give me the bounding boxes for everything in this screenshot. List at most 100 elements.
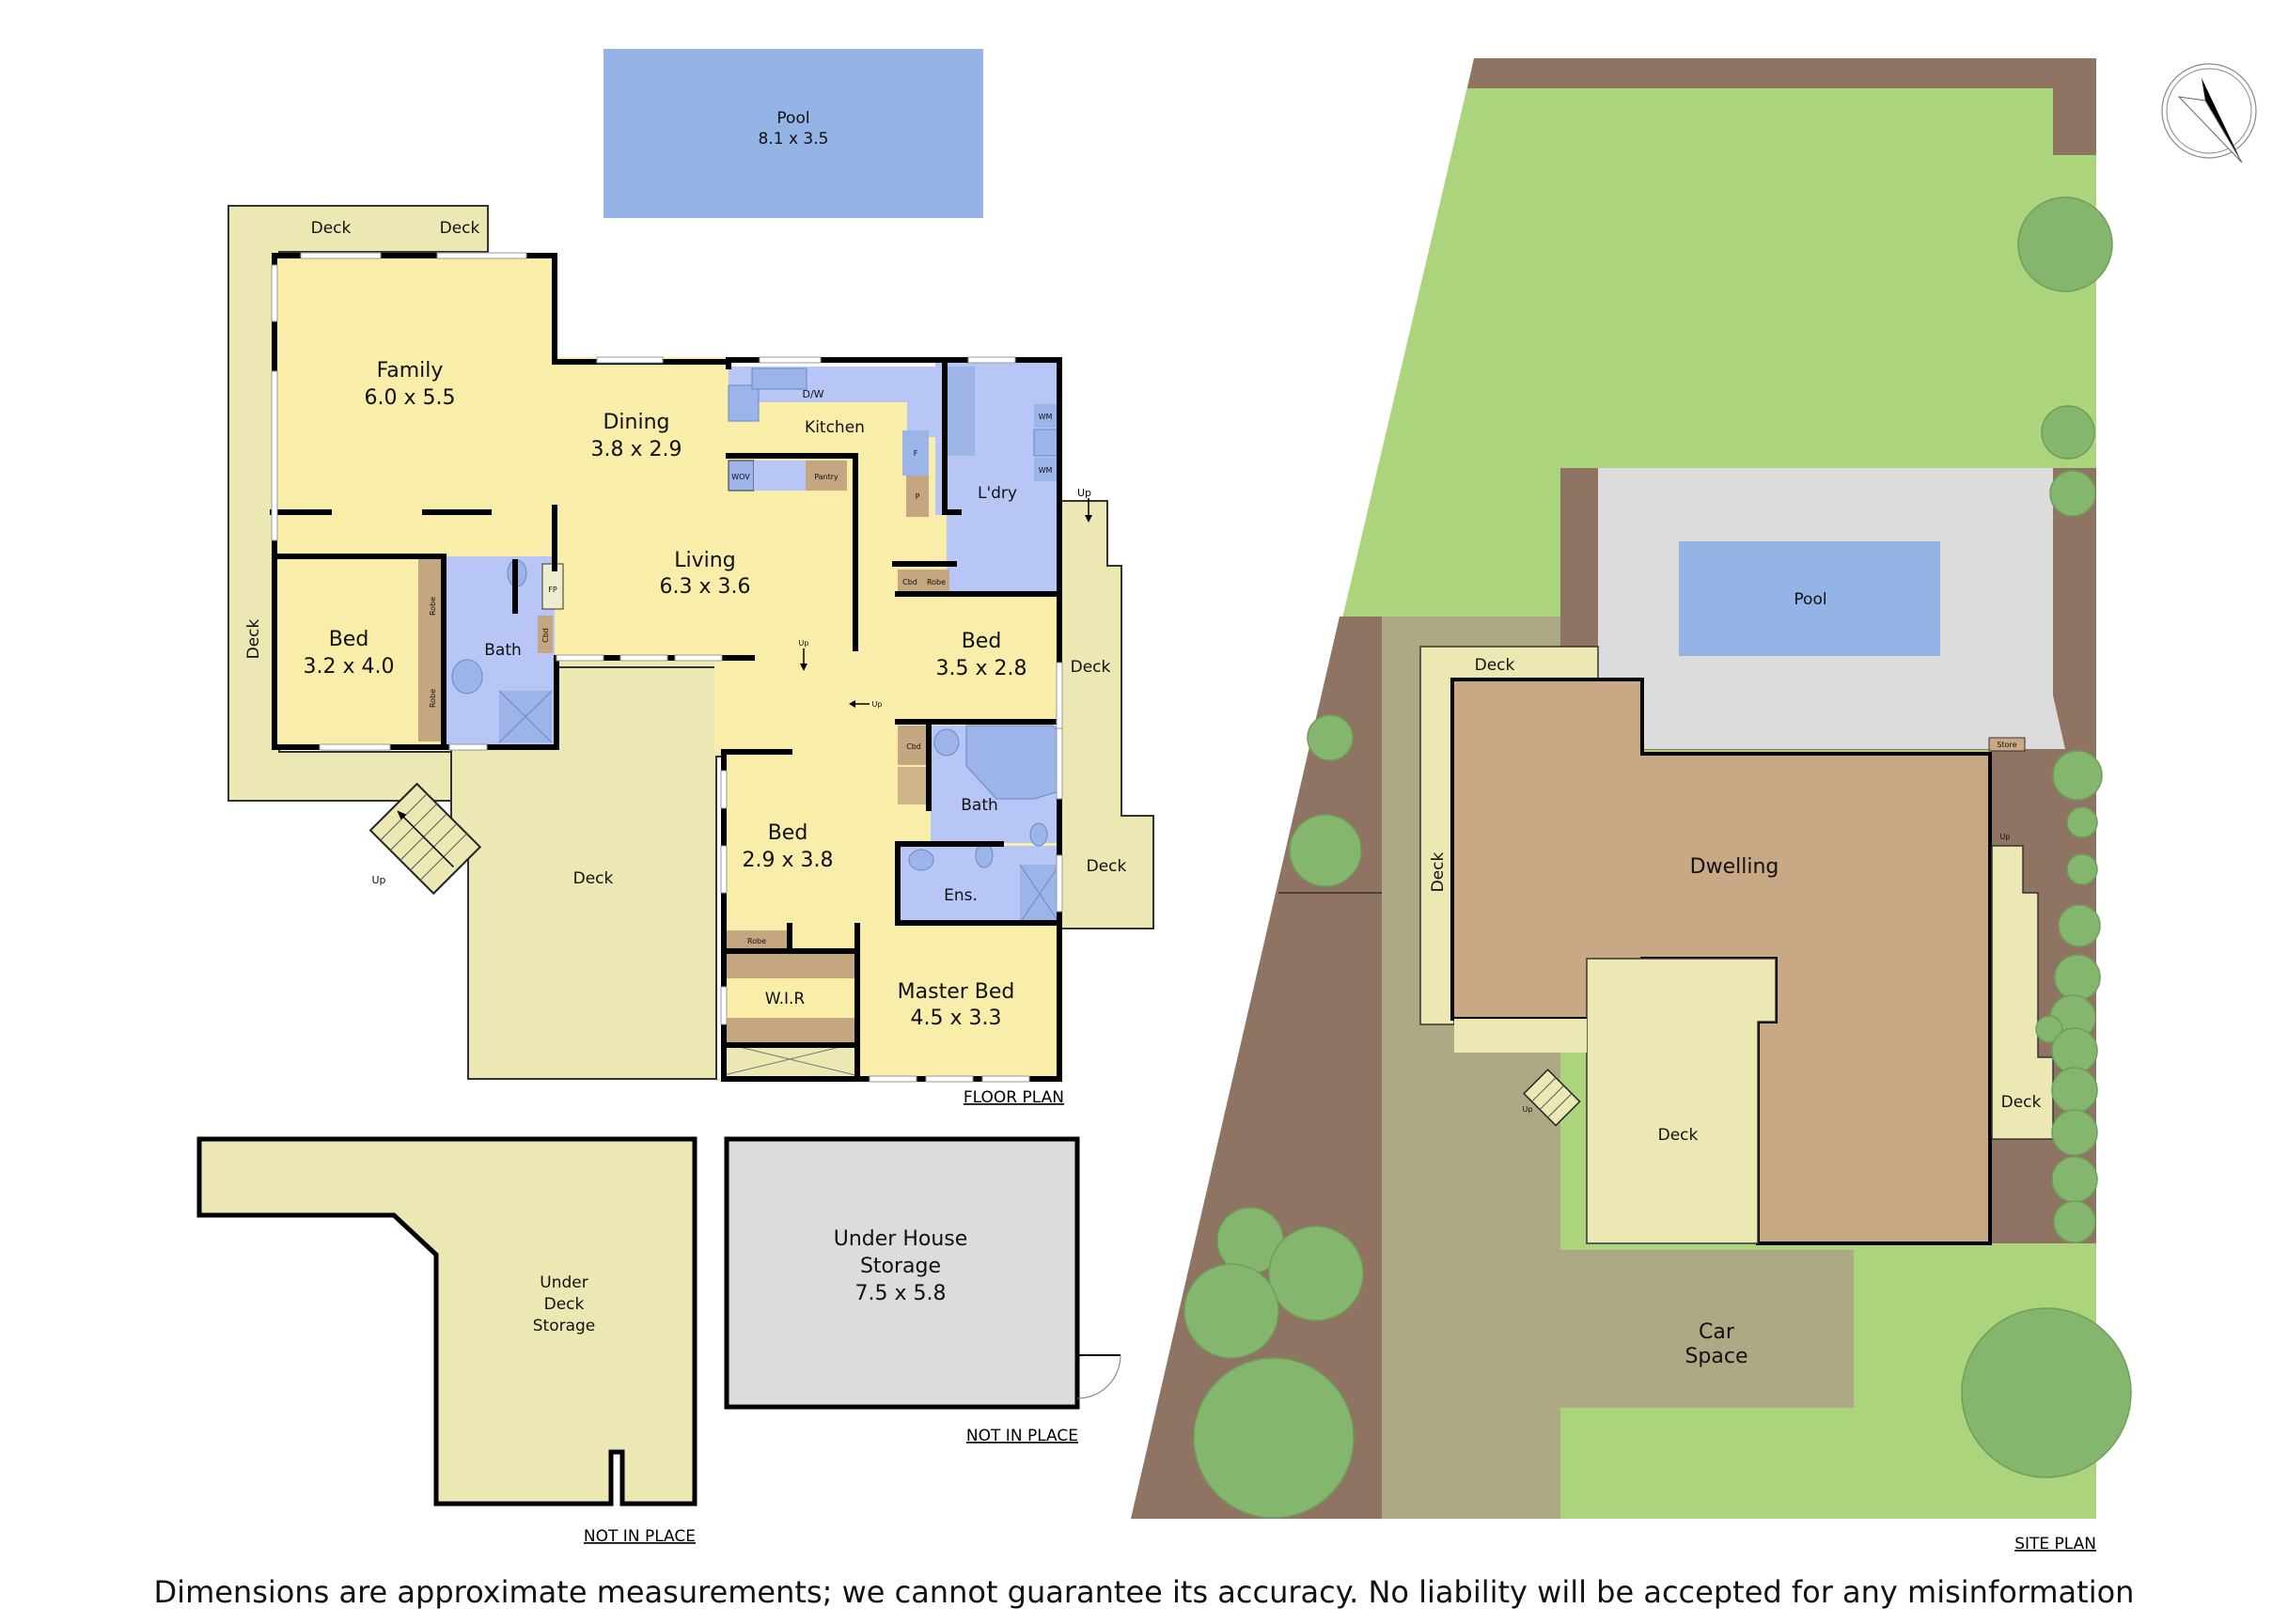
site-up-right-label: Up xyxy=(2000,833,2011,841)
tree-icon xyxy=(1289,814,1362,887)
bath2-basin xyxy=(933,728,960,757)
robe-bed1-upper xyxy=(418,557,445,649)
kitchen-sink xyxy=(751,367,807,390)
laundry-label: L'dry xyxy=(978,484,1017,503)
dishwasher-label: D/W xyxy=(802,388,823,400)
site-store-label: Store xyxy=(1997,741,2016,749)
under-deck-storage: Under Deck Storage NOT IN PLACE xyxy=(196,1136,697,1546)
site-stairs xyxy=(1523,1069,1581,1127)
site-deck-side-label: Deck xyxy=(1429,851,1448,892)
site-plan-caption: SITE PLAN xyxy=(2014,1535,2096,1554)
washing-machine-1 xyxy=(1034,404,1058,428)
wall-oven-label: WOV xyxy=(731,473,750,481)
wm1-label: WM xyxy=(1039,413,1053,421)
house-floor xyxy=(273,254,1059,1079)
tree-icon xyxy=(2054,954,2101,1001)
pantry xyxy=(806,461,847,491)
tree-icon xyxy=(2041,405,2095,460)
car-space-label-1: Car xyxy=(1699,1320,1735,1344)
windows xyxy=(271,252,1063,1083)
site-deck-front-label: Deck xyxy=(1658,1126,1699,1145)
tree-icon xyxy=(1268,1226,1364,1321)
ensuite-basin xyxy=(908,849,934,871)
cupboard-bath1 xyxy=(538,616,553,653)
robe3-label: Robe xyxy=(429,689,437,708)
under-house-dim: 7.5 x 5.8 xyxy=(855,1282,947,1305)
kitchen-cooktop xyxy=(728,384,760,422)
tree-icon xyxy=(2058,904,2101,947)
disclaimer-footer: Dimensions are approximate measurements;… xyxy=(153,1574,2135,1610)
tree-icon xyxy=(2066,853,2098,885)
laundry-bench xyxy=(947,367,975,456)
driveway-lower xyxy=(1382,1408,1485,1519)
site-deck-right xyxy=(1991,845,2054,1140)
bath2-spa xyxy=(965,725,1060,800)
tree-icon xyxy=(2051,1109,2098,1156)
under-deck-line3: Storage xyxy=(533,1317,596,1335)
under-house-storage: Under House Storage 7.5 x 5.8 NOT IN PLA… xyxy=(724,1136,1121,1445)
bed2-dim: 3.5 x 2.8 xyxy=(936,657,1027,680)
bed2-label: Bed xyxy=(962,630,1002,653)
kitchen-label: Kitchen xyxy=(805,418,865,437)
deck-top-right-label: Deck xyxy=(440,219,480,238)
robe-bed3 xyxy=(724,930,790,951)
cupboard-hall xyxy=(898,570,923,593)
site-up-front-label: Up xyxy=(1523,1105,1533,1114)
robe-hall xyxy=(923,570,949,593)
bed1-label: Bed xyxy=(329,628,369,651)
deck-main-label: Deck xyxy=(573,869,614,888)
cbd3-label: Cbd xyxy=(906,742,921,751)
tree-icon xyxy=(2035,1015,2063,1043)
bed3-label: Bed xyxy=(768,821,808,845)
garden-bed-top xyxy=(1467,58,2096,155)
cbd1-label: Cbd xyxy=(902,578,917,586)
family-label: Family xyxy=(377,359,444,383)
bath1-basin xyxy=(451,659,483,695)
under-deck-line2: Deck xyxy=(544,1295,585,1314)
tree-icon xyxy=(2052,750,2103,801)
up-living-label: Up xyxy=(799,639,809,648)
site-store xyxy=(1988,737,2026,752)
tree-icon xyxy=(2051,1027,2098,1074)
bath1-label: Bath xyxy=(484,641,522,660)
master-bed-dim: 4.5 x 3.3 xyxy=(911,1007,1002,1030)
site-deck-front xyxy=(1586,958,1777,1244)
pool-label: Pool xyxy=(776,109,809,128)
stairs-left xyxy=(368,782,482,896)
cbd2-label: Cbd xyxy=(541,628,550,643)
robe-bed1-lower xyxy=(418,649,445,742)
bed3-dim: 2.9 x 3.8 xyxy=(743,849,834,872)
wall-oven xyxy=(728,460,755,492)
pantry-label: Pantry xyxy=(814,473,838,481)
site-deck-front-left xyxy=(1454,1019,1587,1053)
ensuite-label: Ens. xyxy=(944,886,978,905)
dwelling-label: Dwelling xyxy=(1690,855,1779,879)
under-house-line1: Under House xyxy=(834,1227,968,1251)
wir-shelf-bottom xyxy=(724,1018,855,1043)
cupboard-bath2 xyxy=(898,726,929,765)
tree-icon xyxy=(1961,1307,2132,1478)
site-pool-label: Pool xyxy=(1794,590,1826,609)
island-bench xyxy=(754,461,806,491)
wm2-label: WM xyxy=(1039,466,1053,475)
deck-top-left-label: Deck xyxy=(311,219,352,238)
trees xyxy=(1183,196,2132,1519)
tree-icon xyxy=(1193,1357,1355,1519)
tree-icon xyxy=(1307,714,1354,761)
tree-icon xyxy=(2066,806,2098,838)
dining-label: Dining xyxy=(603,411,669,434)
deck-right-lower-label: Deck xyxy=(1087,857,1127,876)
laundry-tub xyxy=(1033,429,1058,457)
under-deck-caption: NOT IN PLACE xyxy=(584,1527,696,1546)
car-space xyxy=(1560,1250,1854,1408)
bath2-label: Bath xyxy=(961,796,998,815)
pool-dim: 8.1 x 3.5 xyxy=(759,130,829,148)
deck-left-label: Deck xyxy=(244,618,263,659)
robe4-label: Robe xyxy=(747,937,766,945)
car-space-label-2: Space xyxy=(1685,1345,1747,1368)
pool-area xyxy=(603,49,983,218)
robe1-label: Robe xyxy=(927,578,946,586)
under-deck-line1: Under xyxy=(540,1273,588,1292)
under-house-line2: Storage xyxy=(860,1255,941,1278)
